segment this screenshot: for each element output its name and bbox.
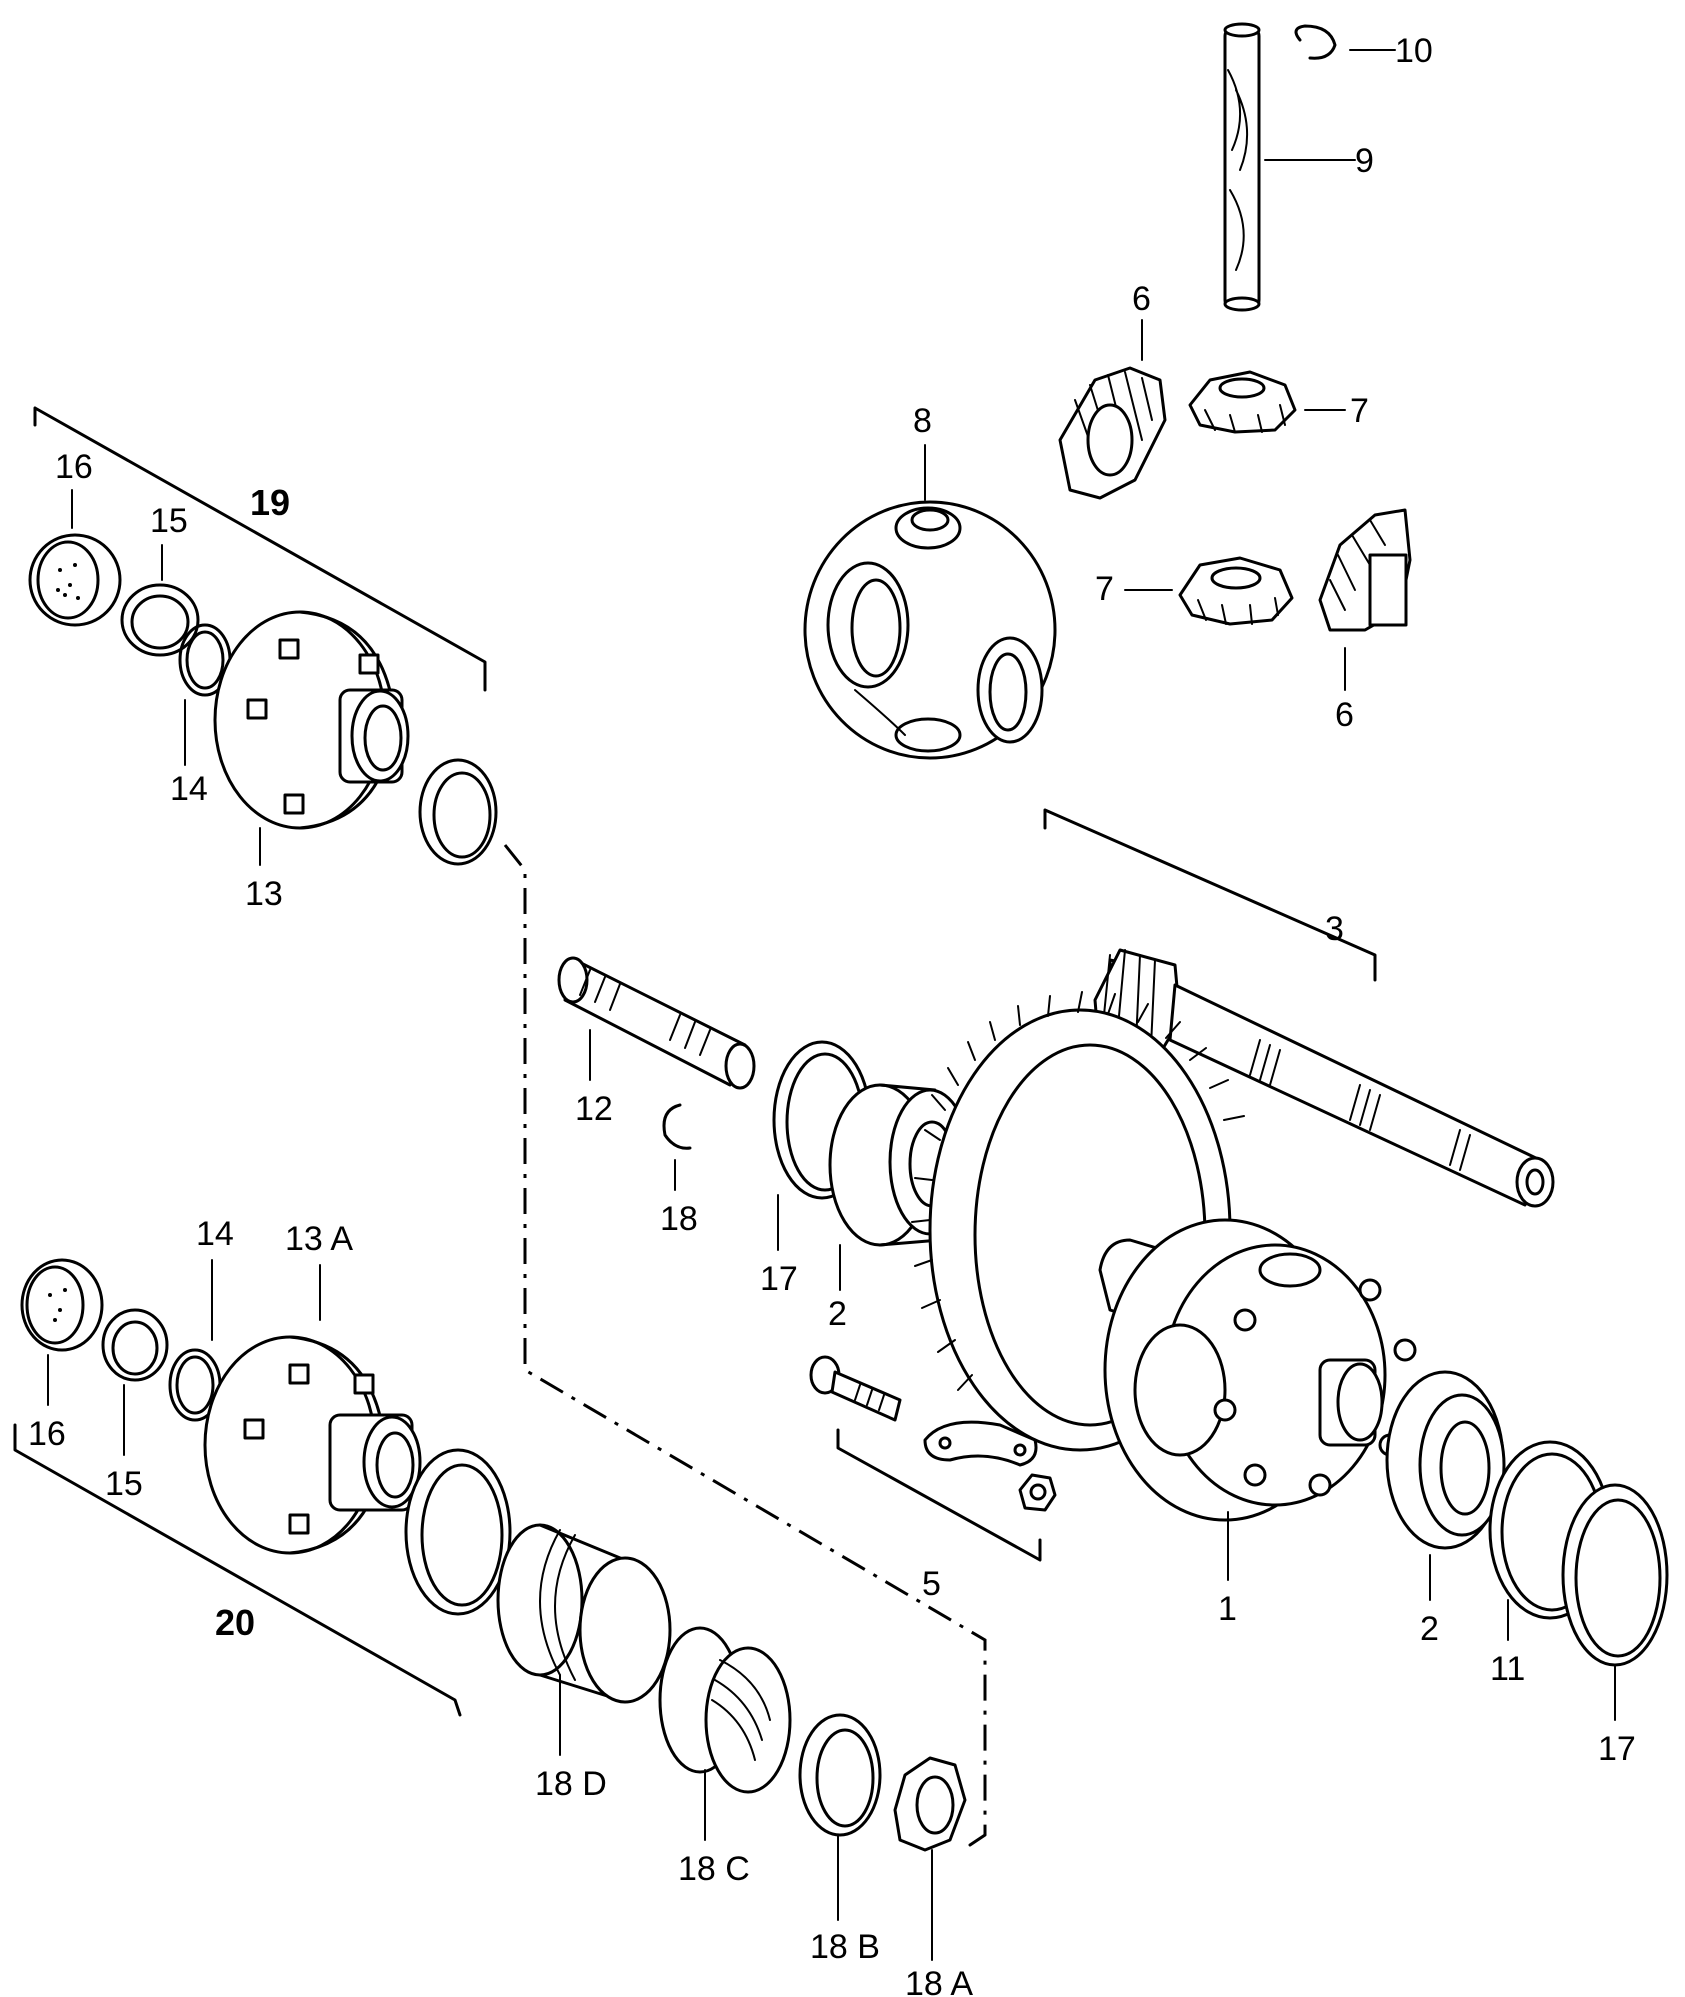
callout-7-upper: 7 [1350, 392, 1369, 430]
callout-18: 18 [660, 1200, 698, 1238]
callout-2-upper: 2 [828, 1295, 847, 1333]
part-18B-ring [798, 1713, 882, 1837]
part-17-shim-lower [1561, 1483, 1669, 1667]
part-5-nut [1018, 1473, 1057, 1512]
part-18-clip [662, 1103, 692, 1150]
callout-17-upper: 17 [760, 1260, 798, 1298]
part-6-side-gear-upper [1058, 366, 1167, 500]
callout-14-lower: 14 [196, 1215, 234, 1253]
callout-13A: 13 A [285, 1220, 353, 1258]
callout-labels: 10 9 6 7 8 7 6 16 15 19 14 13 3 12 18 17… [28, 32, 1636, 1997]
callout-15-upper: 15 [150, 502, 188, 540]
part-6-side-gear-lower [1318, 508, 1412, 632]
part-13-flange [213, 610, 410, 830]
leader-lines [47, 49, 1616, 1961]
callout-15-lower: 15 [105, 1465, 143, 1503]
callout-6-upper: 6 [1132, 280, 1151, 318]
bracket-3 [1043, 808, 1377, 982]
part-16-cap-upper [28, 533, 122, 627]
callout-10: 10 [1395, 32, 1433, 70]
bracket-20 [13, 1423, 462, 1717]
callout-14-upper: 14 [170, 770, 208, 808]
bracket-19 [33, 406, 487, 692]
callout-8: 8 [913, 402, 932, 440]
part-2-bearing-lower [1385, 1370, 1506, 1550]
callout-3: 3 [1325, 910, 1344, 948]
callout-1: 1 [1218, 1590, 1237, 1628]
callout-16-lower: 16 [28, 1415, 66, 1453]
part-18C-spring [658, 1626, 792, 1794]
part-1-differential-housing [1098, 1218, 1417, 1522]
callout-19: 19 [250, 482, 290, 523]
callout-11: 11 [1490, 1650, 1525, 1688]
part-18D-sleeve [496, 1523, 672, 1704]
callout-18C: 18 C [678, 1850, 750, 1888]
bracket-5 [836, 1428, 1042, 1562]
assembly-centerline [503, 844, 987, 1835]
callout-9: 9 [1355, 142, 1374, 180]
callout-6-lower: 6 [1335, 696, 1354, 734]
part-seal-ring-lower [404, 1448, 512, 1616]
callout-17-lower: 17 [1598, 1730, 1636, 1768]
callout-13: 13 [245, 875, 283, 913]
part-16-cap-lower [20, 1258, 104, 1352]
part-15-ring-upper [120, 583, 200, 657]
callout-16-upper: 16 [55, 448, 93, 486]
part-seal-ring-upper [418, 758, 498, 866]
centerline-end [968, 1833, 987, 1847]
part-5-strap [923, 1420, 1038, 1467]
callout-2-lower: 2 [1420, 1610, 1439, 1648]
callout-20: 20 [215, 1602, 255, 1643]
callout-18A: 18 A [905, 1965, 973, 1997]
callout-18D: 18 D [535, 1765, 607, 1803]
part-13A-flange [203, 1335, 422, 1555]
part-12-stub-shaft [557, 956, 756, 1090]
part-15-ring-lower [101, 1308, 169, 1382]
callout-5: 5 [922, 1565, 941, 1603]
part-5-bolt [809, 1355, 902, 1422]
part-10-circlip [1294, 24, 1337, 60]
part-7-pinion-gear-lower [1178, 556, 1294, 626]
part-8-differential-cage [803, 500, 1057, 760]
part-7-pinion-gear-upper [1188, 370, 1297, 434]
part-18A-nut [893, 1756, 967, 1852]
callout-7-lower: 7 [1095, 570, 1114, 608]
callout-18B: 18 B [810, 1928, 880, 1966]
part-9-pin [1223, 22, 1261, 312]
callout-12: 12 [575, 1090, 613, 1128]
